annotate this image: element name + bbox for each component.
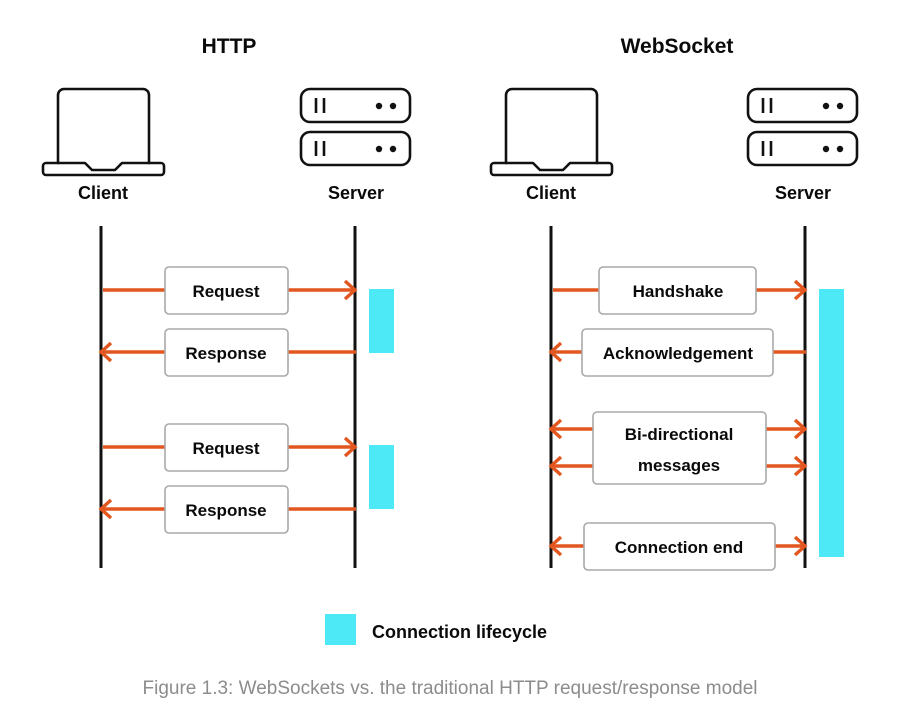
message-ws-bidirectional: Bi-directional messages	[548, 411, 808, 485]
message-http-request-1: Request	[103, 266, 358, 315]
panel-title-http: HTTP	[202, 35, 257, 58]
figure-caption: Figure 1.3: WebSockets vs. the tradition…	[143, 678, 758, 699]
panel-websocket: WebSocket Client Server	[489, 35, 859, 571]
message-http-request-2: Request	[103, 423, 358, 472]
message-label-line2: messages	[638, 456, 720, 475]
message-http-response-1: Response	[98, 328, 356, 377]
message-ws-connection-end: Connection end	[548, 522, 808, 571]
message-label: Request	[192, 282, 259, 301]
message-label: Handshake	[633, 282, 724, 301]
panel-title-websocket: WebSocket	[621, 35, 734, 58]
legend-swatch-connection-lifecycle	[325, 614, 356, 645]
actor-label-http-server: Server	[328, 183, 384, 203]
message-box	[164, 423, 289, 472]
message-ws-acknowledgement: Acknowledgement	[548, 328, 806, 377]
laptop-icon	[489, 87, 614, 177]
message-label: Response	[185, 344, 266, 363]
message-label-line1: Bi-directional	[625, 425, 734, 444]
legend: Connection lifecycle	[325, 614, 547, 645]
message-box	[583, 522, 776, 571]
message-box	[598, 266, 757, 315]
lifecycle-bar-http-1	[369, 289, 394, 353]
message-label: Connection end	[615, 538, 743, 557]
actor-label-http-client: Client	[78, 183, 128, 203]
server-icon	[746, 87, 859, 167]
message-box	[581, 328, 774, 377]
message-box	[592, 411, 767, 485]
server-icon	[299, 87, 412, 167]
lifecycle-bar-http-2	[369, 445, 394, 509]
laptop-icon	[41, 87, 166, 177]
message-label: Response	[185, 501, 266, 520]
message-label: Acknowledgement	[603, 344, 754, 363]
actor-label-ws-server: Server	[775, 183, 831, 203]
actor-label-ws-client: Client	[526, 183, 576, 203]
lifecycle-bar-ws	[819, 289, 844, 557]
message-box	[164, 328, 289, 377]
message-box	[164, 266, 289, 315]
message-http-response-2: Response	[98, 485, 356, 534]
message-box	[164, 485, 289, 534]
legend-label-connection-lifecycle: Connection lifecycle	[372, 622, 547, 642]
message-label: Request	[192, 439, 259, 458]
panel-http: HTTP Client Server	[41, 35, 412, 568]
message-ws-handshake: Handshake	[553, 266, 808, 315]
